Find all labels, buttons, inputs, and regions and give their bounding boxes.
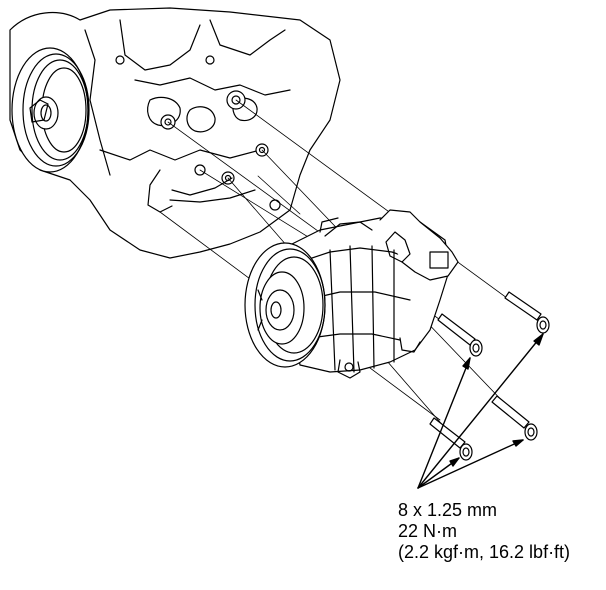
callout-leaders bbox=[417, 333, 544, 489]
torque-metric-label: 22 N·m bbox=[398, 521, 458, 541]
mounting-bolt-lower-left bbox=[429, 417, 473, 461]
torque-alt-label: (2.2 kgf·m, 16.2 lbf·ft) bbox=[398, 542, 571, 562]
mounting-bolt-upper-right bbox=[504, 291, 550, 334]
engine-block bbox=[9, 7, 341, 259]
mounting-bolt-upper-left bbox=[437, 313, 483, 357]
crankshaft-pulley bbox=[11, 47, 90, 173]
ac-compressor bbox=[244, 209, 459, 379]
bolt-size-label: 8 x 1.25 mm bbox=[398, 500, 498, 520]
torque-specification-callout: 8 x 1.25 mm 22 N·m (2.2 kgf·m, 16.2 lbf·… bbox=[398, 500, 570, 563]
mounting-bolt-lower-right bbox=[491, 395, 538, 441]
